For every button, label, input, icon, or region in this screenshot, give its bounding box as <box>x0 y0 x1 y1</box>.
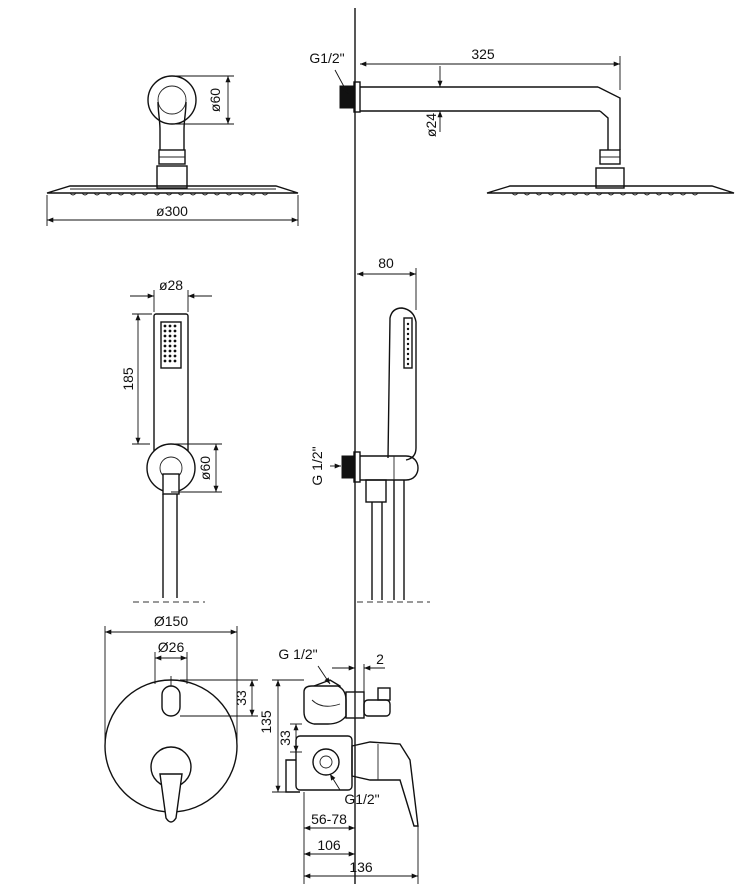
dim-head-pipe-dia: ø60 <box>207 88 223 112</box>
dim-wall-gap: 2 <box>376 651 384 667</box>
dim-arm-dia: ø24 <box>423 113 439 137</box>
hand-shower-front-view <box>130 290 222 603</box>
dim-hand-length: 185 <box>120 367 136 391</box>
dim-arm-thread: G1/2" <box>309 50 344 66</box>
dim-body-height: 135 <box>258 710 274 734</box>
dim-knob-offset: 33 <box>233 690 249 706</box>
dim-depth-total: 136 <box>349 859 373 875</box>
dim-inlet-thread-bottom: G1/2" <box>344 791 379 807</box>
dim-knob-dia: Ø26 <box>158 639 185 655</box>
overhead-shower-front-view <box>46 75 299 226</box>
dim-depth-range: 56-78 <box>311 811 347 827</box>
dim-holder-dia: ø60 <box>197 456 213 480</box>
dim-plate-dia: Ø150 <box>154 613 188 629</box>
mixer-side-view <box>272 664 419 884</box>
dim-arm-length: 325 <box>471 46 495 62</box>
dim-holder-thread: G 1/2" <box>309 446 325 485</box>
dim-outlet-offset: 33 <box>277 730 293 746</box>
dim-inlet-thread-top: G 1/2" <box>278 646 317 662</box>
dim-holder-depth: 80 <box>378 255 394 271</box>
dim-head-dia: ø300 <box>156 203 188 219</box>
dim-depth-body: 106 <box>317 837 341 853</box>
overhead-shower-side-view <box>334 56 735 196</box>
hand-shower-side-view <box>330 268 430 603</box>
dim-hand-dia: ø28 <box>159 277 183 293</box>
mixer-front-view <box>104 626 258 823</box>
